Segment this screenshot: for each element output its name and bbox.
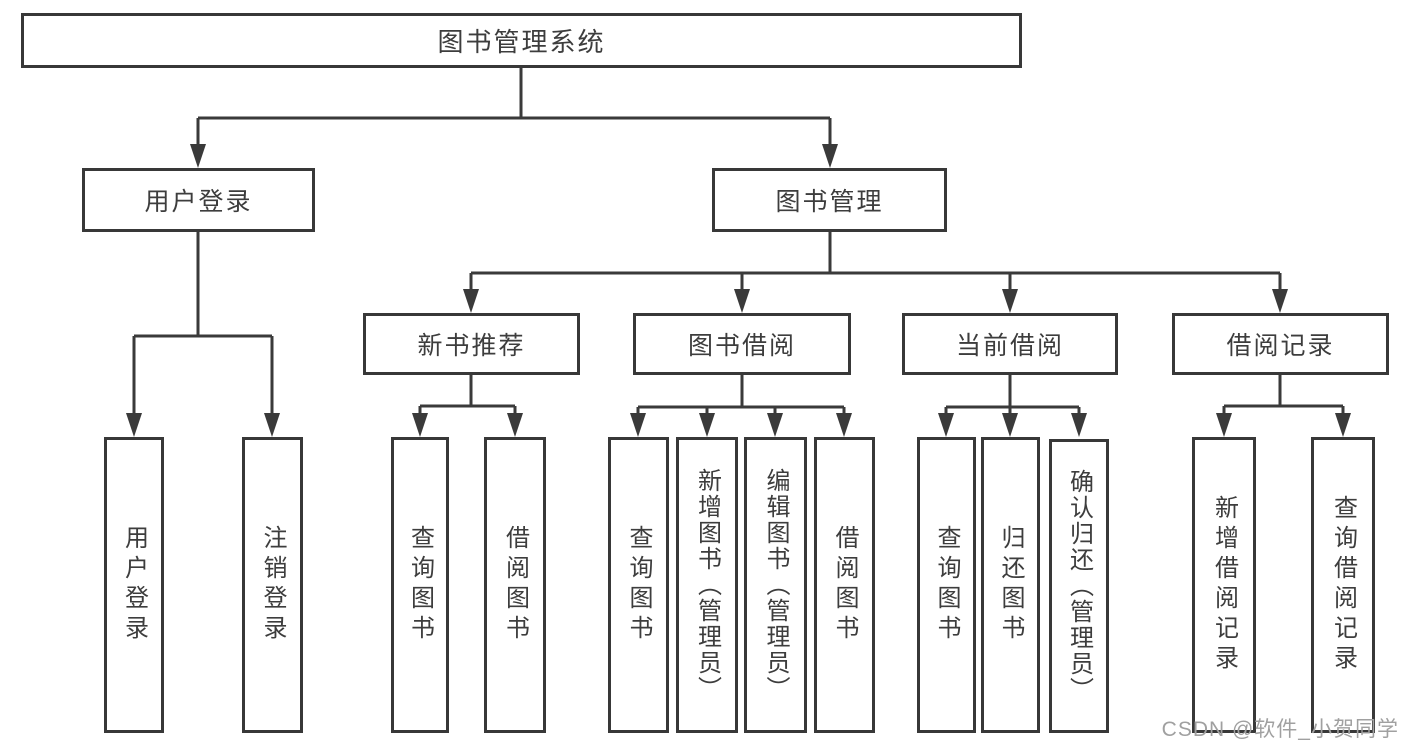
leaf-current-confirm-return-admin: 确认归还（管理员） [1049,439,1109,733]
connector-book-management-to-level3 [463,232,1288,313]
leaf-logout: 注销登录 [242,437,303,733]
connector-borrowing-records-branch [1216,375,1351,437]
leaf-recommend-query-books: 查询图书 [391,437,449,733]
node-borrowing-records: 借阅记录 [1172,313,1389,375]
watermark: CSDN @软件_小贺同学 [1161,718,1399,741]
leaf-records-add-record: 新增借阅记录 [1192,437,1256,733]
connector-user-login-branch [126,232,280,437]
node-new-book-recommend: 新书推荐 [363,313,580,375]
leaf-borrowing-borrow-books: 借阅图书 [814,437,875,733]
leaf-records-query-record: 查询借阅记录 [1311,437,1375,733]
leaf-borrowing-add-books-admin: 新增图书（管理员） [676,437,738,733]
leaf-current-return-books: 归还图书 [981,437,1040,733]
node-user-login: 用户登录 [82,168,315,232]
connector-new-book-recommend-branch [412,375,523,437]
connector-current-borrowing-branch [938,375,1087,437]
node-root: 图书管理系统 [21,13,1022,68]
node-book-management: 图书管理 [712,168,947,232]
leaf-borrowing-query-books: 查询图书 [608,437,669,733]
leaf-user-login: 用户登录 [104,437,164,733]
node-book-borrowing: 图书借阅 [633,313,851,375]
connector-book-borrowing-branch [630,375,852,437]
node-current-borrowing: 当前借阅 [902,313,1118,375]
leaf-borrowing-edit-books-admin: 编辑图书（管理员） [744,437,807,733]
leaf-current-query-books: 查询图书 [917,437,976,733]
connector-root-to-level2 [190,68,838,168]
leaf-recommend-borrow-books: 借阅图书 [484,437,546,733]
